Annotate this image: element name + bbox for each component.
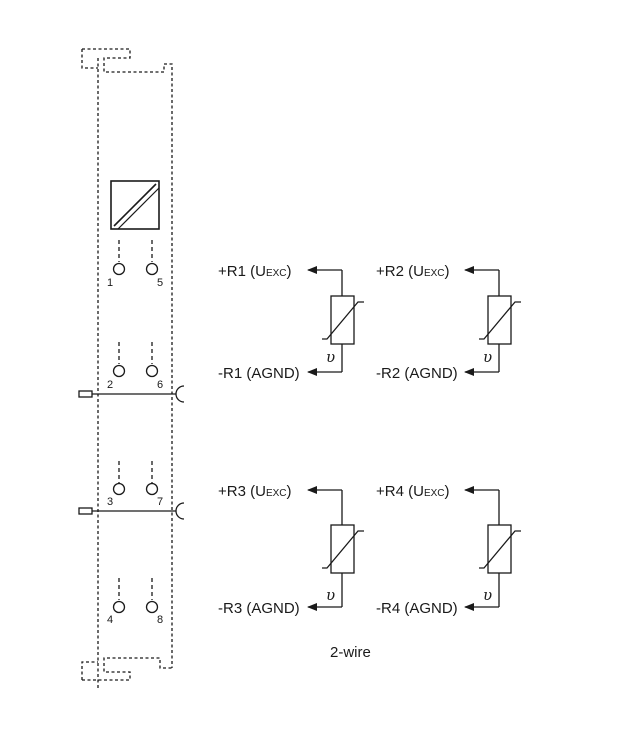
module-housing	[81, 48, 173, 688]
rtd-sensor-r4	[464, 486, 521, 611]
rtd-sensor-r2	[464, 266, 521, 376]
converter-icon	[110, 180, 160, 230]
power-jumper-contact	[78, 385, 185, 403]
terminal-group	[112, 240, 159, 614]
terminal-label-3: 3	[107, 496, 113, 508]
terminal-2	[112, 364, 126, 378]
temperature-symbol: υ	[326, 586, 335, 604]
label-minus-r3: -R3 (AGND)	[218, 600, 300, 617]
terminal-6	[145, 364, 159, 378]
label-plus-r4: +R4 (UEXC)	[376, 483, 450, 500]
temperature-symbol: υ	[483, 348, 492, 366]
terminal-label-2: 2	[107, 379, 113, 391]
terminal-5	[145, 262, 159, 276]
label-plus-r1: +R1 (UEXC)	[218, 263, 292, 280]
terminal-label-5: 5	[157, 277, 163, 289]
label-plus-r3: +R3 (UEXC)	[218, 483, 292, 500]
temperature-symbol: υ	[483, 586, 492, 604]
terminal-3	[112, 482, 126, 496]
label-minus-r4: -R4 (AGND)	[376, 600, 458, 617]
terminal-4	[112, 600, 126, 614]
temperature-symbol: υ	[326, 348, 335, 366]
terminal-8	[145, 600, 159, 614]
terminal-label-7: 7	[157, 496, 163, 508]
terminal-label-6: 6	[157, 379, 163, 391]
label-minus-r2: -R2 (AGND)	[376, 365, 458, 382]
terminal-label-4: 4	[107, 614, 113, 626]
label-minus-r1: -R1 (AGND)	[218, 365, 300, 382]
rtd-sensor-r1	[307, 266, 364, 376]
power-jumper-contact	[78, 502, 185, 520]
terminal-label-8: 8	[157, 614, 163, 626]
rtd-sensor-r3	[307, 486, 364, 611]
label-plus-r2: +R2 (UEXC)	[376, 263, 450, 280]
terminal-1	[112, 262, 126, 276]
diagram-caption: 2-wire	[330, 644, 371, 661]
terminal-label-1: 1	[107, 277, 113, 289]
terminal-7	[145, 482, 159, 496]
